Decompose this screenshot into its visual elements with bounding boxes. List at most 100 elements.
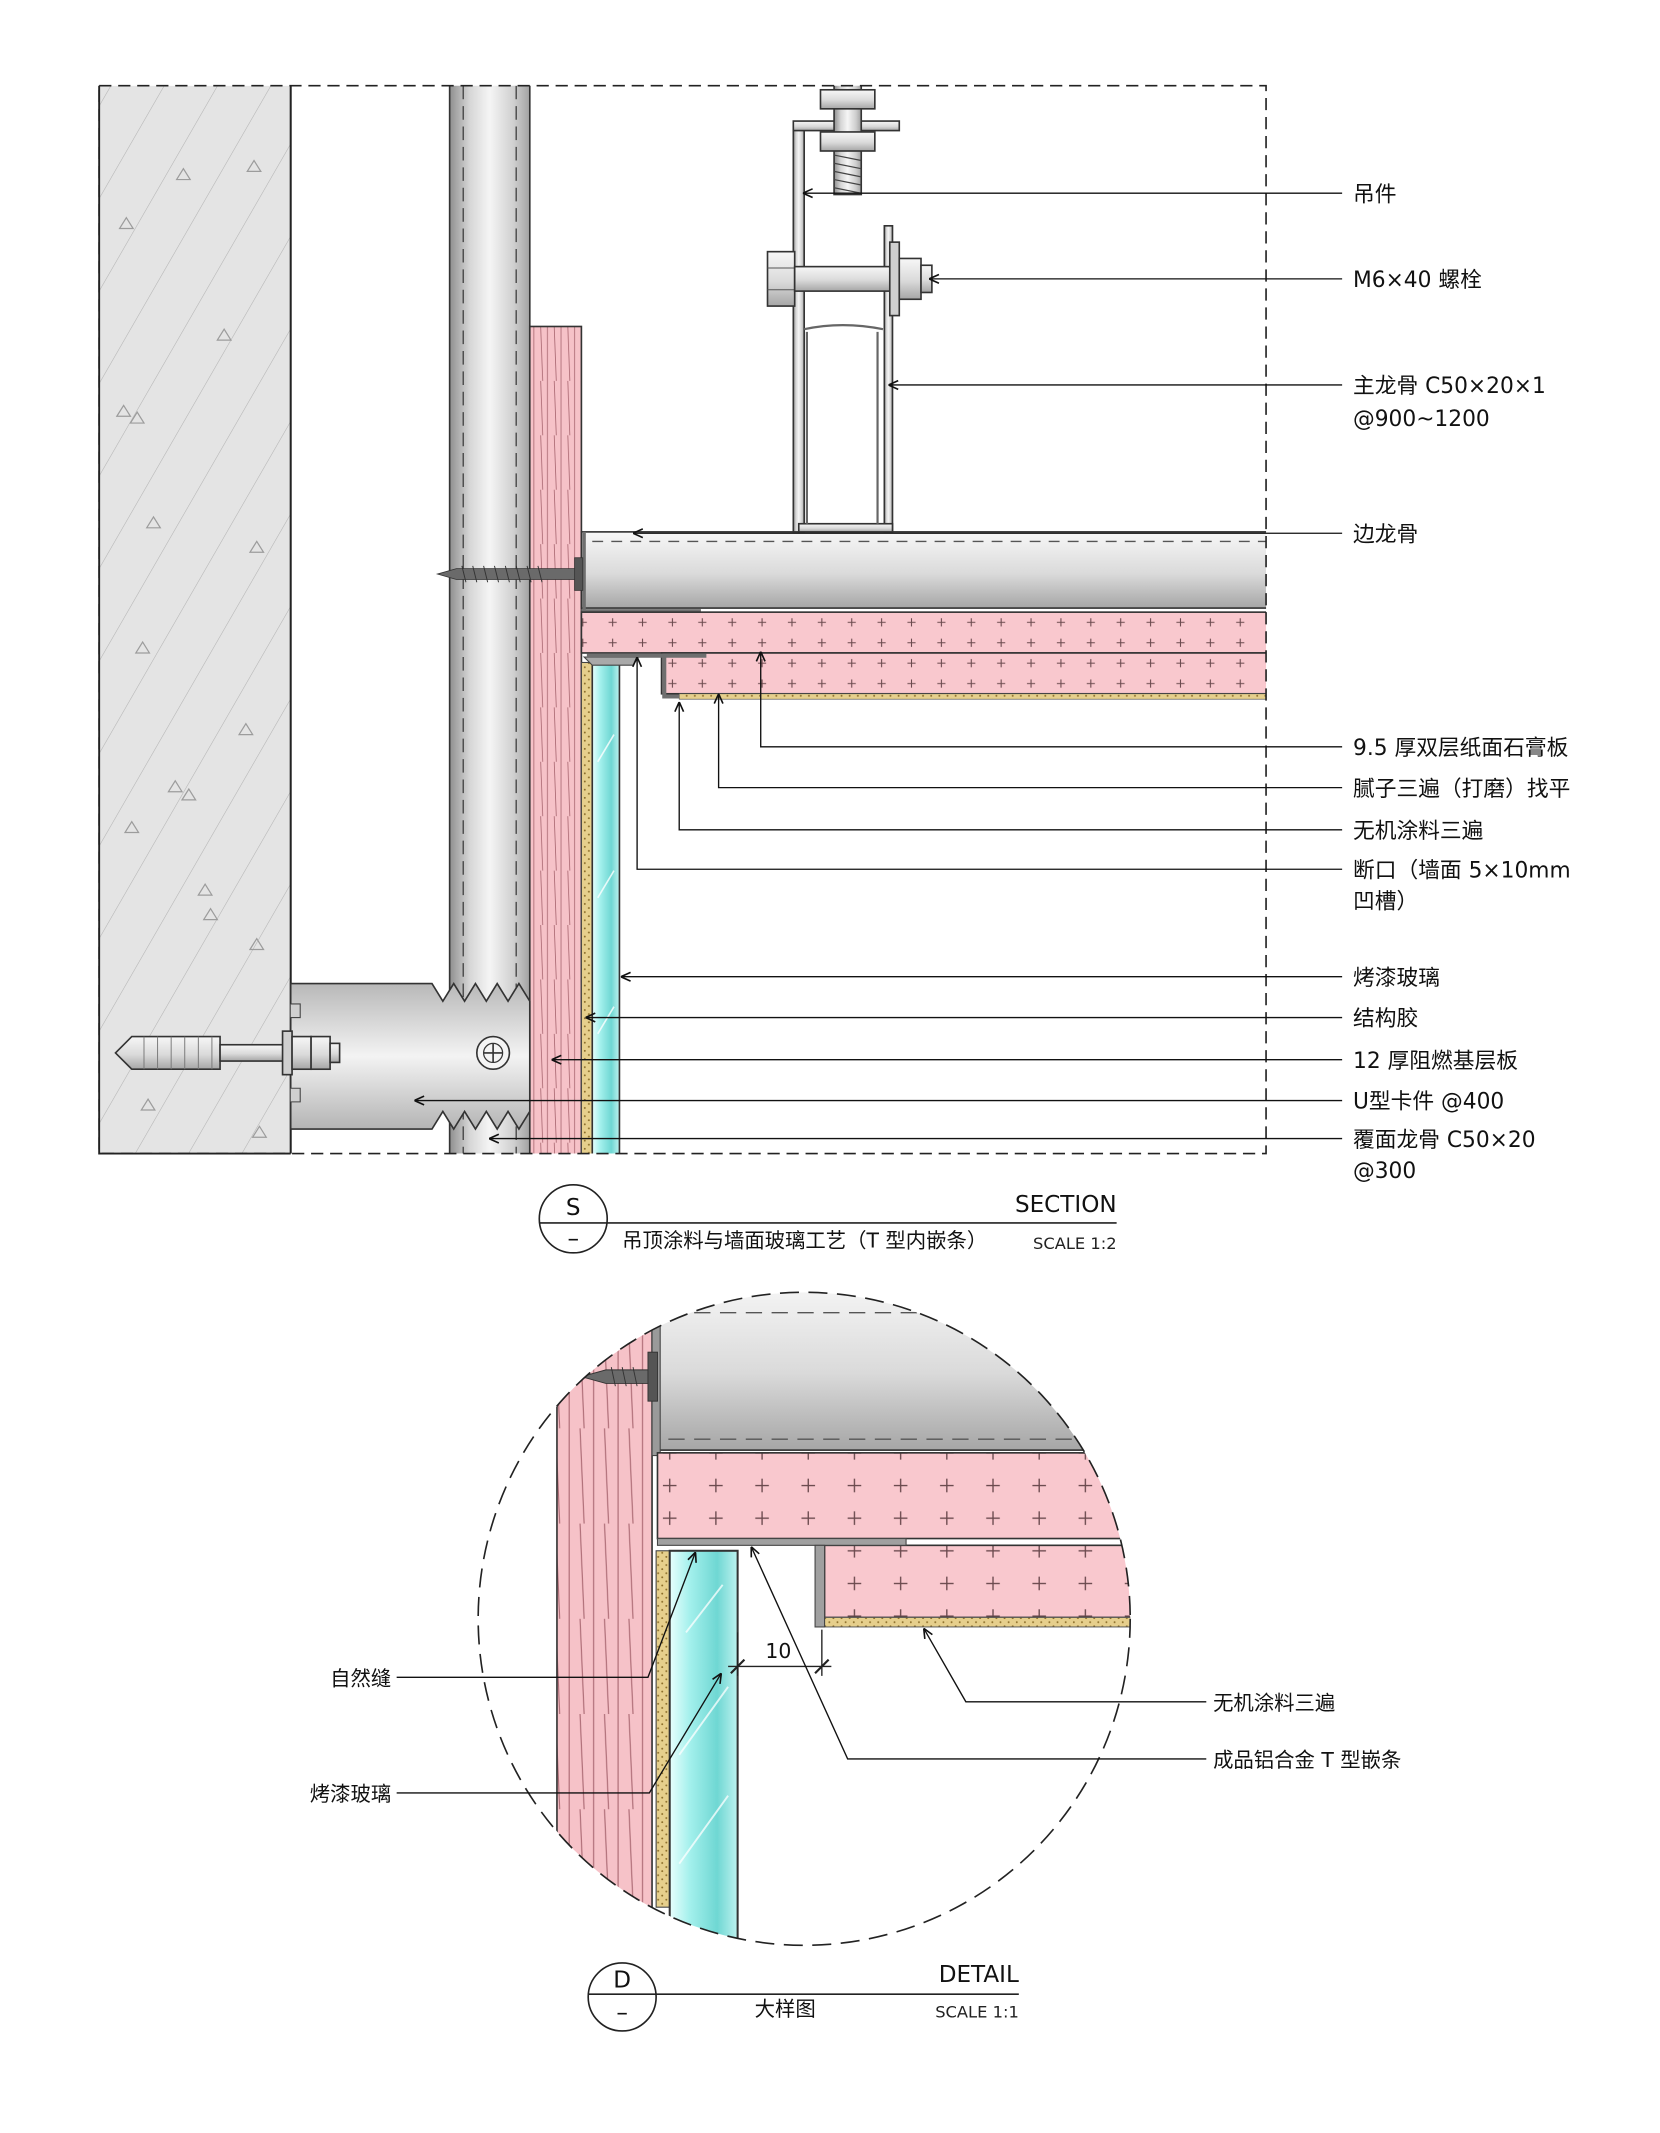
section-frame xyxy=(98,84,1267,1155)
dimension-ticks xyxy=(730,1658,830,1674)
gypsum-board-layer-2 xyxy=(660,652,1267,695)
bolt-nut-left xyxy=(766,250,796,307)
u-clip-screw-cross xyxy=(483,1043,503,1063)
detail-body xyxy=(478,1292,1131,1946)
anchor-rod xyxy=(219,1043,287,1062)
detail-t-strip-flange xyxy=(656,1537,907,1546)
detail-sub-symbol: – xyxy=(616,2000,628,2026)
bolt-shaft xyxy=(793,265,894,292)
rod-nut-top xyxy=(819,88,876,110)
leader-putty xyxy=(719,693,1343,789)
section-view: 吊件 M6×40 螺栓 主龙骨 C50×20×1 @900~1200 边龙骨 9… xyxy=(98,84,1571,1184)
label-putty: 腻子三遍（打磨）找平 xyxy=(1353,777,1570,802)
detail-coating-layer xyxy=(824,1616,1131,1628)
detail-t-strip-web xyxy=(814,1544,826,1628)
label-u-clip: U型卡件 @400 xyxy=(1353,1090,1504,1115)
bolt-nut-left-facets xyxy=(767,267,795,291)
u-clip xyxy=(289,981,531,1131)
leader-detail-glass xyxy=(396,1673,722,1794)
anchor-sleeve-ribs xyxy=(143,1036,213,1070)
label-reveal-1: 断口（墙面 5×10mm xyxy=(1353,858,1571,883)
label-lacquered-glass: 烤漆玻璃 xyxy=(1353,966,1440,991)
label-bolt: M6×40 螺栓 xyxy=(1353,268,1482,293)
detail-gypsum-board-layer-2 xyxy=(823,1544,1131,1619)
structural-glue xyxy=(580,661,593,1154)
t-strip xyxy=(586,653,707,699)
dimension-10: 10 xyxy=(728,1629,832,1676)
label-structural-glue: 结构胶 xyxy=(1353,1007,1418,1032)
label-reveal-2: 凹槽） xyxy=(1353,890,1418,915)
label-hanger: 吊件 xyxy=(1353,182,1396,207)
coating-layer xyxy=(678,693,1267,700)
detail-structural-glue xyxy=(655,1550,671,1908)
gypsum-board-layer-1 xyxy=(580,611,1267,654)
leader-gypsum-board xyxy=(761,651,1343,748)
detail-glass-highlights xyxy=(678,1584,729,1865)
anchor-nut-2 xyxy=(310,1035,331,1071)
detail-labels: 自然缝 烤漆玻璃 无机涂料三遍 成品铝合金 T 型嵌条 xyxy=(310,1666,1402,1806)
label-detail-glass: 烤漆玻璃 xyxy=(310,1782,391,1806)
section-sub-symbol: – xyxy=(567,1226,579,1252)
anchor-washer xyxy=(281,1030,293,1076)
detail-fixing-screw-head xyxy=(647,1351,658,1402)
leader-t-strip xyxy=(751,1547,1207,1760)
anchor-rod-end xyxy=(329,1042,341,1064)
label-natural-joint: 自然缝 xyxy=(330,1666,391,1690)
label-cover-keel-1: 覆面龙骨 C50×20 xyxy=(1353,1128,1536,1153)
section-leaders xyxy=(414,193,1343,1138)
concrete-hatch xyxy=(99,85,291,1154)
leader-reveal xyxy=(637,657,1343,870)
section-body xyxy=(99,85,1267,1154)
main-keel-lips xyxy=(803,324,884,524)
bolt-washer xyxy=(888,241,901,317)
glass-top-cap xyxy=(582,656,640,666)
wall-outline xyxy=(98,85,291,1155)
anchor-nut-1 xyxy=(291,1035,312,1071)
label-edge-keel: 边龙骨 xyxy=(1353,522,1418,547)
dimension-value: 10 xyxy=(765,1639,791,1663)
label-t-strip: 成品铝合金 T 型嵌条 xyxy=(1213,1748,1401,1772)
section-title-block: S – SECTION 吊顶涂料与墙面玻璃工艺（T 型内嵌条） SCALE 1:… xyxy=(538,1184,1117,1254)
section-symbol-circle xyxy=(538,1184,609,1254)
leader-natural-joint xyxy=(396,1552,696,1678)
detail-lacquered-glass xyxy=(668,1549,739,1940)
rod-thread xyxy=(833,154,862,194)
leader-coating xyxy=(679,701,1343,831)
detail-symbol: D xyxy=(613,1967,631,1993)
section-title: 吊顶涂料与墙面玻璃工艺（T 型内嵌条） xyxy=(622,1228,987,1252)
section-scale: SCALE 1:2 xyxy=(1033,1234,1117,1253)
base-board xyxy=(528,325,583,1154)
detail-kind: DETAIL xyxy=(939,1962,1019,1988)
cover-keel-hidden-lines xyxy=(462,85,517,1154)
label-cover-keel-2: @300 xyxy=(1353,1159,1416,1184)
anchor-bolt xyxy=(114,1030,341,1076)
label-coating: 无机涂料三遍 xyxy=(1353,819,1484,844)
detail-title: 大样图 xyxy=(755,1997,816,2021)
section-kind: SECTION xyxy=(1015,1192,1117,1218)
section-symbol: S xyxy=(566,1195,581,1221)
detail-scale: SCALE 1:1 xyxy=(935,2002,1019,2021)
fixing-screw-thread xyxy=(461,565,543,583)
fixing-screw-head xyxy=(574,557,584,591)
detail-gypsum-board-layer-1 xyxy=(656,1452,1131,1540)
label-detail-coating: 无机涂料三遍 xyxy=(1213,1691,1335,1715)
edge-keel-flange xyxy=(581,531,701,613)
label-base-board: 12 厚阻燃基层板 xyxy=(1353,1049,1518,1074)
rod-nut-bottom xyxy=(819,131,876,152)
section-labels: 吊件 M6×40 螺栓 主龙骨 C50×20×1 @900~1200 边龙骨 9… xyxy=(1353,182,1571,1184)
lacquered-glass xyxy=(591,661,621,1154)
bolt-nut-right xyxy=(898,257,922,301)
concrete-aggregate xyxy=(115,159,268,1138)
label-gypsum-board: 9.5 厚双层纸面石膏板 xyxy=(1353,736,1569,761)
m6-bolt xyxy=(766,241,933,317)
label-main-keel-2: @900~1200 xyxy=(1353,407,1490,432)
anchor-sleeve xyxy=(114,1035,221,1071)
dimension-line xyxy=(728,1629,832,1676)
detail-title-block: D – DETAIL 大样图 SCALE 1:1 xyxy=(587,1962,1019,2032)
u-clip-nubs xyxy=(290,1003,301,1103)
main-keel-bottom xyxy=(797,522,894,533)
detail-base-board xyxy=(556,1292,653,1946)
label-main-keel-1: 主龙骨 C50×20×1 xyxy=(1353,374,1546,399)
detail-symbol-circle xyxy=(587,1962,657,2032)
